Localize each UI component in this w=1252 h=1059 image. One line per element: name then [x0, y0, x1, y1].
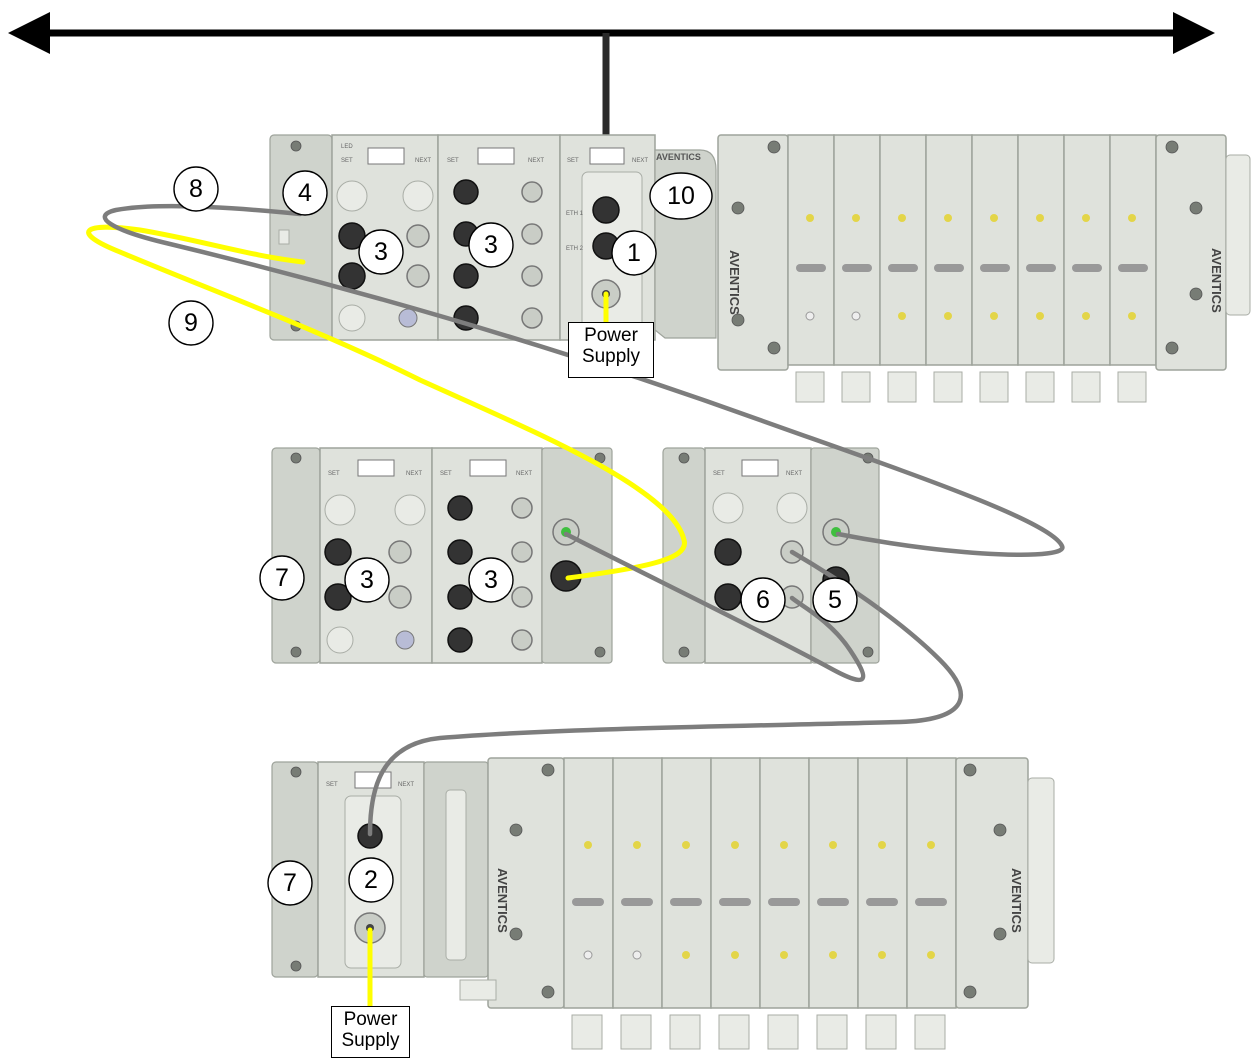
- top-valve-system: LED SET NEXT SET NEXT SET NEXT ETH 1: [270, 135, 1250, 402]
- svg-text:NEXT: NEXT: [406, 471, 422, 477]
- subbus-hub-station: SET NEXT: [663, 448, 879, 663]
- svg-text:SET: SET: [440, 471, 452, 477]
- power-supply-bottom-line2: Supply: [332, 1030, 409, 1051]
- svg-text:NEXT: NEXT: [398, 782, 414, 788]
- callout-3c: 3: [345, 558, 389, 602]
- svg-text:AVENTICS: AVENTICS: [1009, 868, 1024, 933]
- svg-text:8: 8: [189, 175, 203, 203]
- svg-text:3: 3: [360, 566, 374, 594]
- bus-left-arrowhead: [8, 12, 50, 54]
- svg-text:10: 10: [667, 182, 695, 210]
- svg-text:NEXT: NEXT: [786, 471, 802, 477]
- svg-text:3: 3: [484, 566, 498, 594]
- svg-text:9: 9: [184, 309, 198, 337]
- svg-text:ETH 1: ETH 1: [566, 211, 584, 217]
- svg-text:AVENTICS: AVENTICS: [727, 250, 742, 315]
- svg-text:3: 3: [374, 238, 388, 266]
- svg-text:SET: SET: [328, 471, 340, 477]
- svg-text:NEXT: NEXT: [528, 158, 544, 164]
- svg-text:SET: SET: [567, 158, 579, 164]
- callout-8: 8: [174, 167, 218, 211]
- svg-text:NEXT: NEXT: [516, 471, 532, 477]
- callout-6: 6: [741, 578, 785, 622]
- svg-text:3: 3: [484, 231, 498, 259]
- callout-7b: 7: [268, 861, 312, 905]
- svg-text:SET: SET: [341, 158, 353, 164]
- svg-text:7: 7: [283, 869, 297, 897]
- middle-io-station: SET NEXT SET NEXT: [272, 448, 612, 663]
- callout-3d: 3: [469, 558, 513, 602]
- power-supply-label-top: Power Supply: [568, 322, 654, 378]
- top-valve-stack: [788, 135, 1156, 402]
- svg-text:7: 7: [275, 564, 289, 592]
- svg-text:SET: SET: [713, 471, 725, 477]
- callout-5: 5: [813, 578, 857, 622]
- callout-7a: 7: [260, 556, 304, 600]
- svg-text:NEXT: NEXT: [632, 158, 648, 164]
- svg-text:SET: SET: [447, 158, 459, 164]
- power-supply-top-line2: Supply: [569, 346, 653, 367]
- bottom-valve-stack: [564, 758, 956, 1049]
- svg-text:SET: SET: [326, 782, 338, 788]
- callout-10: 10: [650, 173, 712, 219]
- callout-4: 4: [283, 171, 327, 215]
- svg-text:AVENTICS: AVENTICS: [495, 868, 510, 933]
- power-supply-top-line1: Power: [569, 325, 653, 346]
- callout-3b: 3: [469, 223, 513, 267]
- svg-text:1: 1: [627, 239, 641, 267]
- svg-text:AVENTICS: AVENTICS: [656, 152, 701, 162]
- svg-text:LED: LED: [341, 144, 353, 150]
- power-supply-label-bottom: Power Supply: [331, 1006, 410, 1058]
- callout-2: 2: [349, 858, 393, 902]
- callout-3a: 3: [359, 230, 403, 274]
- svg-text:6: 6: [756, 586, 770, 614]
- callout-1: 1: [612, 231, 656, 275]
- svg-text:NEXT: NEXT: [415, 158, 431, 164]
- svg-text:4: 4: [298, 179, 312, 207]
- bus-right-arrowhead: [1173, 12, 1215, 54]
- svg-text:ETH 2: ETH 2: [566, 246, 584, 252]
- svg-text:5: 5: [828, 586, 842, 614]
- callout-9: 9: [169, 301, 213, 345]
- svg-text:2: 2: [364, 866, 378, 894]
- svg-text:AVENTICS: AVENTICS: [1209, 248, 1224, 313]
- power-supply-bottom-line1: Power: [332, 1009, 409, 1030]
